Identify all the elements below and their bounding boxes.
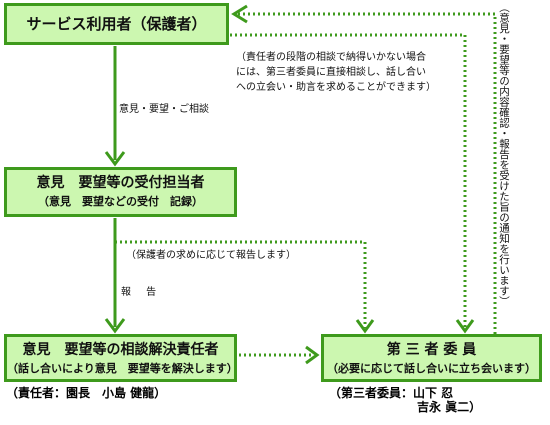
- resolution-responsible-box: 意見 要望等の相談解決責任者 （話し合いにより意見 要望等を解決します）: [4, 334, 238, 382]
- resolution-responsible-title: 意見 要望等の相談解決責任者: [22, 342, 219, 358]
- arrow-user-to-third: [230, 33, 467, 328]
- arrowhead-user: [231, 4, 248, 24]
- reception-officer-subtitle: （意見 要望などの受付 記録）: [38, 195, 203, 208]
- reception-officer-box: 意見 要望等の受付担当者 （意見 要望などの受付 記録）: [4, 167, 237, 217]
- third-party-member-1: （第三者委員：山下 忍: [329, 386, 454, 400]
- reception-officer-title: 意見 要望等の受付担当者: [36, 175, 205, 191]
- arrow-third-to-user: [238, 12, 497, 334]
- arrow-reception-to-third: [115, 240, 367, 328]
- arrowhead-third-left: [305, 345, 320, 365]
- direct-consult-line: には、第三者委員に直接相談し、話し合い: [236, 67, 426, 78]
- notification-vertical-note: （意見・要望等の内容確認・報告を受けた旨の通知を行います）: [498, 2, 510, 307]
- direct-consult-line: （責任者の段階の相談で納得いかない場合: [236, 52, 426, 63]
- opinion-label: 意見・要望・ご相談: [119, 104, 209, 115]
- third-party-member-2: 吉永 眞二）: [417, 400, 482, 414]
- direct-consult-line: への立会い・助言を求めることができます）: [236, 82, 436, 93]
- third-party-committee-box: 第 三 者 委 員 （必要に応じて話し合いに立ち会います）: [321, 334, 542, 382]
- arrowhead-reception: [104, 151, 126, 167]
- report-on-request-label: （保護者の求めに応じて報告します）: [126, 250, 296, 261]
- arrowhead-third-mid: [355, 319, 375, 334]
- resolution-responsible-subtitle: （話し合いにより意見 要望等を解決します）: [7, 362, 238, 375]
- third-party-committee-title: 第 三 者 委 員: [386, 342, 477, 358]
- report-label: 報 告: [121, 287, 163, 298]
- responsible-person: （責任者：園長 小島 健龍）: [6, 386, 167, 400]
- direct-consult-note: （責任者の段階の相談で納得いかない場合 には、第三者委員に直接相談し、話し合い …: [236, 50, 436, 95]
- arrowhead-third-right: [455, 319, 475, 334]
- arrowhead-responsible: [104, 318, 126, 334]
- third-party-members: （第三者委員：山下 忍 吉永 眞二）: [329, 386, 481, 414]
- service-user-title: サービス利用者（保護者）: [26, 15, 207, 33]
- third-party-committee-subtitle: （必要に応じて話し合いに立ち会います）: [327, 362, 536, 375]
- service-user-box: サービス利用者（保護者）: [4, 3, 229, 45]
